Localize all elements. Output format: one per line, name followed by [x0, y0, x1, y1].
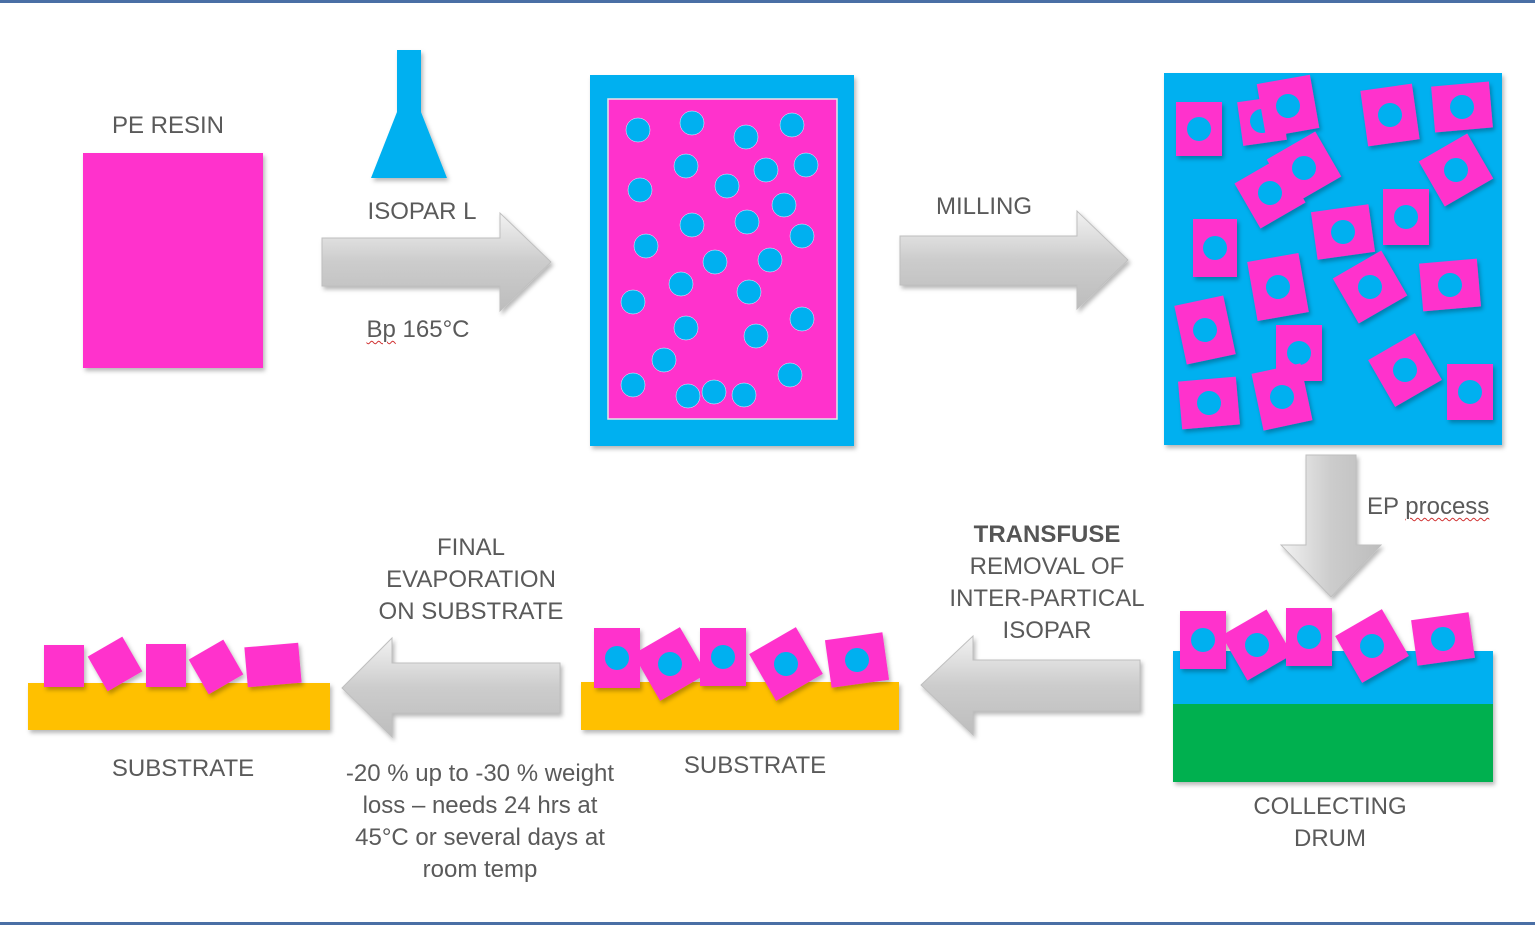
top-border [0, 0, 1535, 3]
collecting-line2: DRUM [1294, 825, 1366, 852]
substrate-middle-particles [594, 627, 890, 701]
final-evaporation-label: FINAL EVAPORATION ON SUBSTRATE [360, 532, 582, 628]
isopar-l-label: ISOPAR L [367, 198, 477, 225]
transfuse-line1: REMOVAL OF [969, 553, 1125, 580]
collecting-line1: COLLECTING [1253, 793, 1407, 820]
arrow-final-evaporation [341, 636, 561, 739]
weight-line1: -20 % up to -30 % weight [345, 760, 615, 787]
weight-loss-note: -20 % up to -30 % weight loss – needs 24… [320, 758, 640, 886]
final-line1: FINAL [436, 534, 505, 561]
weight-line3: 45°C or several days at [355, 824, 605, 851]
pe-resin-block [83, 153, 263, 368]
substrate-final [28, 683, 330, 730]
transfuse-line2: INTER-PARTICAL [949, 585, 1145, 612]
dispersed-particles [620, 110, 819, 409]
arrow-milling [899, 209, 1129, 311]
substrate-final-label: SUBSTRATE [111, 755, 255, 782]
bottom-border [0, 922, 1535, 925]
substrate-final-particles [44, 636, 302, 695]
transfuse-title: TRANSFUSE [973, 521, 1121, 548]
arrow-ep-process [1279, 454, 1383, 598]
arrow-transfuse [920, 634, 1141, 737]
collecting-drum [1173, 651, 1493, 782]
collecting-drum-label: COLLECTING DRUM [1220, 791, 1440, 855]
drum-particles [1180, 608, 1475, 683]
arrow-resin-to-dispersion [321, 211, 552, 313]
pe-resin-label: PE RESIN [111, 112, 225, 139]
final-line3: ON SUBSTRATE [378, 598, 564, 625]
ep-word: EP [1367, 493, 1399, 520]
milled-particles [1174, 74, 1494, 431]
substrate-middle-label: SUBSTRATE [683, 752, 827, 779]
transfuse-line3: ISOPAR [1002, 617, 1092, 644]
weight-line2: loss – needs 24 hrs at [362, 792, 598, 819]
boiling-point-label: Bp 165°C [340, 314, 496, 346]
substrate-middle [581, 682, 899, 730]
milling-label: MILLING [935, 193, 1033, 220]
weight-line4: room temp [422, 856, 538, 883]
bp-word: Bp [366, 316, 396, 343]
bp-temp: 165°C [395, 316, 470, 343]
transfuse-label: TRANSFUSE REMOVAL OF INTER-PARTICAL ISOP… [930, 519, 1164, 647]
ep-process-word: process [1405, 493, 1490, 520]
ep-process-label: EP process [1367, 491, 1489, 523]
isopar-flask-icon [371, 50, 447, 178]
final-line2: EVAPORATION [386, 566, 556, 593]
